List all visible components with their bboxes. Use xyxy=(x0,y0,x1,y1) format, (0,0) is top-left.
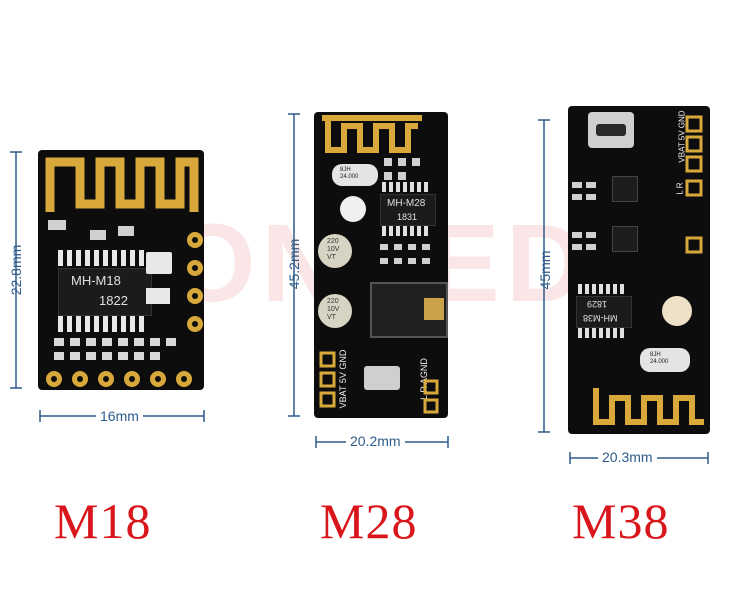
m38-height-dimension-line xyxy=(538,119,550,433)
m38-crystal: 8JH 24.000 xyxy=(640,348,690,372)
m28-board: 8JH 24.000 MH-M28 1831 220 10V VT 220 10… xyxy=(314,112,448,418)
m28-antenna xyxy=(322,115,422,153)
m38-ic-small xyxy=(612,176,638,202)
m28-width-label: 20.2mm xyxy=(346,433,405,449)
m38-round-pad xyxy=(662,296,692,326)
m38-header-pins xyxy=(685,115,703,173)
m18-chip-label: MH-M18 xyxy=(71,273,121,288)
m38-ic-small xyxy=(612,226,638,252)
m28-title: M28 xyxy=(320,493,418,549)
m38-antenna xyxy=(593,388,704,425)
m38-audio-pins xyxy=(685,179,703,254)
m18-crystal xyxy=(146,252,172,274)
m18-height-dimension-line xyxy=(10,151,22,389)
m28-height-dimension-line xyxy=(288,113,300,417)
m38-passives xyxy=(572,182,596,250)
m18-title: M18 xyxy=(54,493,152,549)
m38-title: M38 xyxy=(572,493,670,549)
m28-audio-jack xyxy=(370,282,448,338)
m38-board: VBAT 5V GND L R 1829 MH-M38 8JH 24.000 xyxy=(568,106,710,434)
m18-smd xyxy=(48,220,66,230)
m28-round-pad xyxy=(340,196,366,222)
m28-crystal: 8JH 24.000 xyxy=(332,164,378,186)
m18-smd xyxy=(118,226,134,236)
m18-board: MH-M18 1822 xyxy=(38,150,204,390)
m28-chip-code: 1831 xyxy=(397,212,418,222)
m28-chip-label: MH-M28 xyxy=(387,198,426,209)
m38-usb-opening xyxy=(596,124,626,136)
m18-height-label: 22.8mm xyxy=(8,244,24,296)
m28-chip: MH-M28 1831 xyxy=(380,194,436,226)
m18-chip-pins xyxy=(58,250,144,332)
m18-smd xyxy=(90,230,106,240)
m18-antenna xyxy=(45,157,199,212)
m18-chip-code: 1822 xyxy=(99,293,128,308)
m18-regulator xyxy=(146,288,170,304)
m38-width-label: 20.3mm xyxy=(598,449,657,465)
m28-capacitor-label: 220 10V VT xyxy=(327,238,340,261)
m28-header-pins xyxy=(319,351,336,408)
m18-edge-pads xyxy=(46,371,192,387)
m28-jack-contact xyxy=(424,298,444,320)
m28-capacitor-label: 220 10V VT xyxy=(327,298,340,321)
m28-chip-pins xyxy=(382,182,428,236)
m18-width-label: 16mm xyxy=(96,408,143,424)
m28-capacitor: 220 10V VT xyxy=(318,294,352,328)
m28-passives xyxy=(380,244,430,264)
m28-capacitor: 220 10V VT xyxy=(318,234,352,268)
m28-crystal-label: 8JH 24.000 xyxy=(340,167,359,180)
m38-usb-port xyxy=(588,112,634,148)
m18-passives xyxy=(54,338,176,360)
m38-chip: 1829 MH-M38 xyxy=(576,296,632,328)
m28-height-label: 45.2mm xyxy=(286,238,302,290)
m38-crystal-label: 8JH 24.000 xyxy=(650,352,669,365)
m28-audio-pins xyxy=(423,379,439,414)
m38-chip-pins xyxy=(578,284,624,338)
m28-smd-group xyxy=(384,158,420,180)
m38-height-label: 45mm xyxy=(537,250,553,290)
m18-side-pads xyxy=(187,232,203,332)
m28-usb-port xyxy=(364,366,400,390)
m28-pin-labels: VBAT 5V GND xyxy=(338,349,348,409)
